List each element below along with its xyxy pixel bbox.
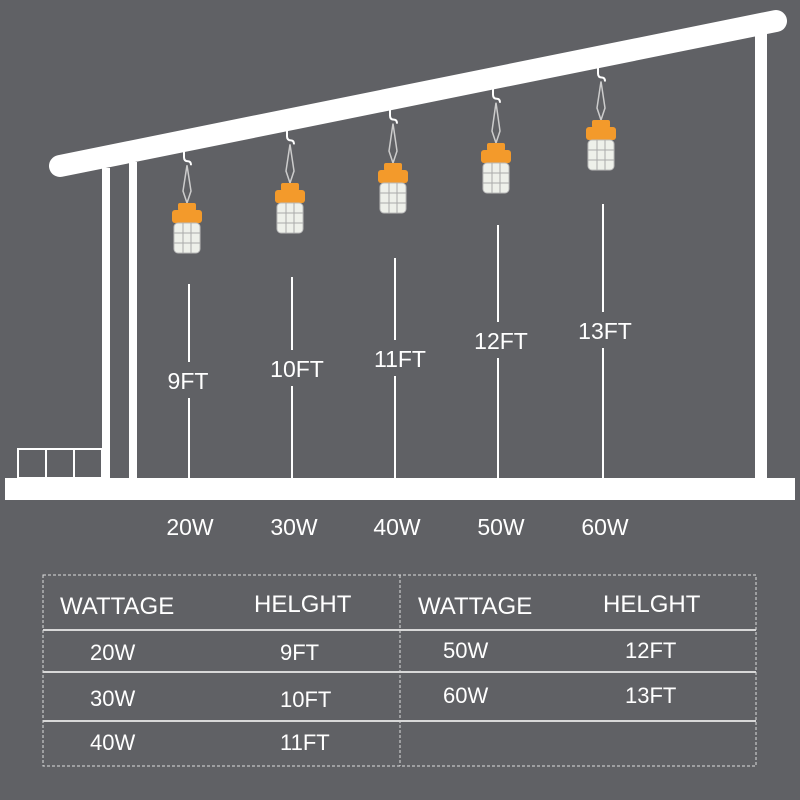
work-light-lamp (481, 86, 511, 194)
height-label: 10FT (270, 356, 324, 382)
frame-structure (5, 10, 795, 500)
table-header: WATTAGE (418, 593, 532, 620)
height-label: 13FT (578, 318, 632, 344)
table-header: HELGHT (254, 591, 352, 618)
table-cell: 13FT (625, 683, 676, 708)
wattage-label: 30W (270, 514, 318, 540)
work-light-lamp (275, 128, 305, 234)
ground-bar (5, 478, 795, 500)
fence-box (17, 448, 103, 479)
table-cell: 60W (443, 683, 488, 708)
wattage-label: 60W (581, 514, 629, 540)
height-label: 11FT (374, 346, 426, 372)
table-cell: 9FT (280, 640, 319, 665)
height-label: 12FT (474, 328, 528, 354)
left-post-1 (102, 168, 110, 480)
table-cell: 20W (90, 640, 135, 665)
wattage-label: 50W (477, 514, 525, 540)
right-post (755, 28, 767, 480)
table-cell: 50W (443, 638, 488, 663)
work-light-lamp (172, 149, 202, 254)
work-light-lamp (586, 65, 616, 171)
wattage-label: 20W (166, 514, 214, 540)
left-post-2 (129, 162, 137, 480)
height-label: 9FT (168, 368, 209, 394)
work-light-lamp (378, 107, 408, 214)
table-cell: 12FT (625, 638, 676, 663)
table-cell: 10FT (280, 687, 331, 712)
table-cell: 40W (90, 730, 135, 755)
table-cell: 11FT (280, 730, 330, 755)
spec-table: WATTAGE HELGHT WATTAGE HELGHT 20W 9FT 30… (42, 574, 757, 767)
table-header: HELGHT (603, 591, 701, 618)
wattage-label: 40W (373, 514, 421, 540)
table-header: WATTAGE (60, 593, 174, 620)
table-cell: 30W (90, 686, 135, 711)
sloped-beam (49, 10, 787, 177)
